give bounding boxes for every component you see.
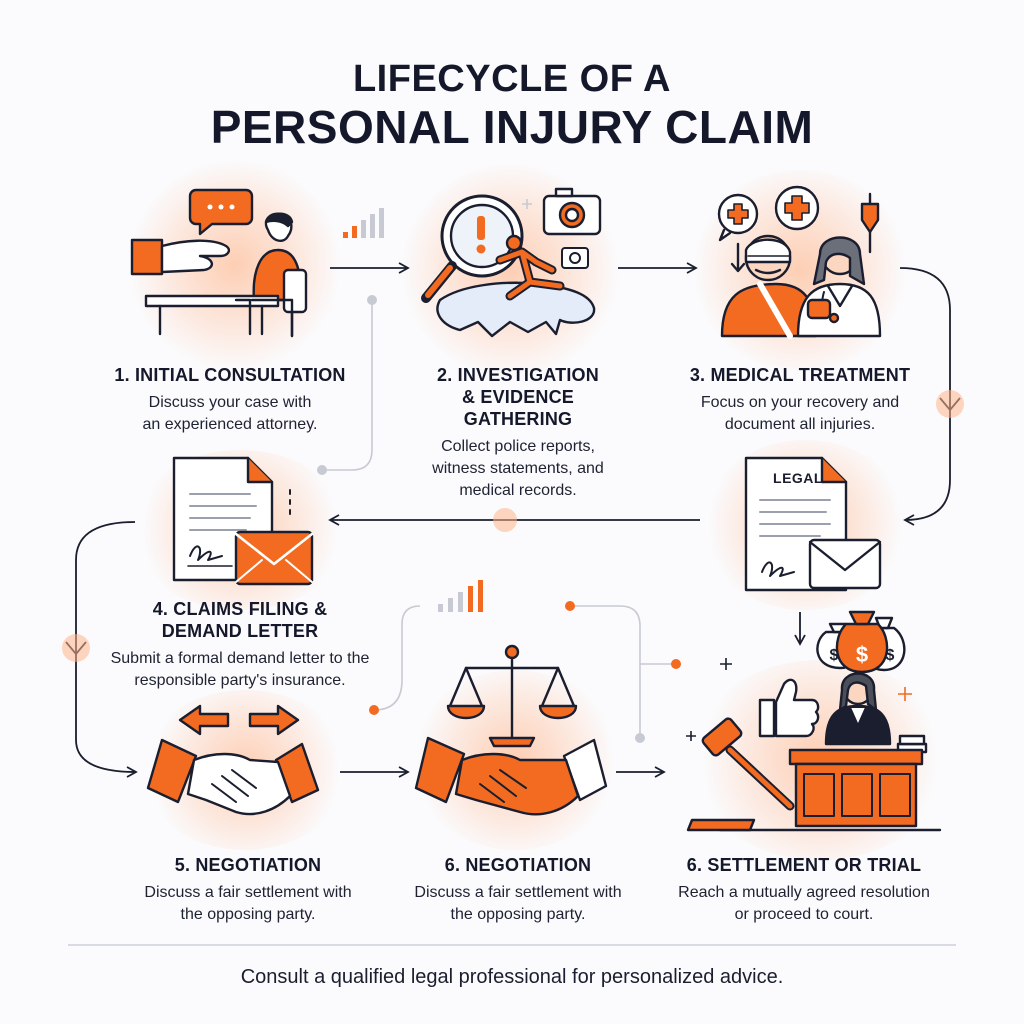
medical-cross-icon [774, 185, 820, 231]
step-7-description: Reach a mutually agreed resolution or pr… [678, 884, 930, 923]
double-arrow-icon [178, 704, 300, 736]
arrow-3-to-legal [899, 267, 951, 526]
step-7: 6. SETTLEMENT OR TRIAL Reach a mutually … [654, 854, 954, 926]
step-3-illustration [717, 185, 882, 339]
camera-icon [561, 247, 589, 269]
injured-patient-icon [720, 234, 818, 339]
signal-bars-icon [343, 208, 384, 238]
doctor-icon [796, 236, 882, 338]
step-2-description: Collect police reports, witness statemen… [432, 438, 604, 499]
title-line-2: PERSONAL INJURY CLAIM [210, 101, 814, 153]
step-2-title: 2. INVESTIGATION & EVIDENCE GATHERING [437, 365, 599, 429]
gavel-icon [686, 717, 795, 832]
money-bags-icon [816, 610, 906, 674]
handshake-icon [414, 736, 608, 816]
money-bag-dollar-signs: $ $ $ [830, 642, 895, 667]
step-6-description: Discuss a fair settlement with the oppos… [414, 884, 622, 923]
step-7-illustration [686, 672, 942, 832]
step-4-title: 4. CLAIMS FILING & DEMAND LETTER [152, 599, 328, 641]
envelope-icon [234, 530, 314, 586]
thumbs-up-icon [758, 678, 820, 738]
step-4-illustration [172, 456, 314, 586]
chat-bubble-icon [188, 188, 254, 236]
medical-cross-icon [717, 193, 759, 242]
step-5-title: 5. NEGOTIATION [174, 855, 322, 875]
down-arrow-small [730, 242, 746, 273]
handshake-offer-icon [130, 238, 231, 276]
step-1-illustration [130, 188, 308, 338]
legal-illustration: $ $ $ [744, 456, 906, 674]
slip-fall-icon [495, 234, 565, 301]
step-1-title: 1. INITIAL CONSULTATION [114, 365, 346, 385]
step-3-title: 3. MEDICAL TREATMENT [689, 365, 911, 385]
footer-disclaimer: Consult a qualified legal professional f… [240, 966, 784, 988]
step-6: 6. NEGOTIATION Discuss a fair settlement… [368, 854, 668, 926]
step-4-description: Submit a formal demand letter to the res… [110, 650, 370, 689]
handshake-icon [146, 738, 320, 816]
step-2: 2. INVESTIGATION & EVIDENCE GATHERING Co… [368, 364, 668, 502]
step-6-illustration [414, 644, 608, 816]
svg-text:$: $ [886, 647, 895, 664]
camera-icon [542, 187, 602, 236]
step-1: 1. INITIAL CONSULTATION Discuss your cas… [80, 364, 380, 436]
ice-floor [436, 281, 596, 338]
step-5: 5. NEGOTIATION Discuss a fair settlement… [98, 854, 398, 926]
attorney-desk-icon [144, 212, 308, 338]
connector-dots [317, 295, 681, 743]
arrow-glows [62, 390, 964, 662]
step-6-title: 6. NEGOTIATION [444, 855, 592, 875]
step-2-illustration [421, 187, 602, 338]
envelope-icon [808, 538, 882, 590]
legal-document-label: LEGAL [773, 470, 823, 486]
svg-text:$: $ [830, 647, 839, 664]
title-line-1: LIFECYCLE OF A [352, 58, 672, 100]
step-5-description: Discuss a fair settlement with the oppos… [144, 884, 352, 923]
svg-text:$: $ [856, 642, 868, 667]
step-5-illustration [146, 704, 320, 816]
judge-bench-icon [718, 672, 942, 832]
step-3-description: Focus on your recovery and document all … [700, 394, 900, 433]
step-1-description: Discuss your case with an experienced at… [142, 394, 318, 433]
footer-divider [68, 944, 956, 946]
sparkle-icons [522, 199, 912, 741]
signal-bars-icon [438, 580, 483, 612]
dotted-connectors [322, 300, 676, 738]
step-7-title: 6. SETTLEMENT OR TRIAL [686, 855, 922, 875]
iv-drip-icon [860, 192, 880, 254]
step-4: 4. CLAIMS FILING & DEMAND LETTER Submit … [90, 598, 390, 692]
scales-of-justice-icon [446, 644, 578, 748]
step-3: 3. MEDICAL TREATMENT Focus on your recov… [650, 364, 950, 436]
